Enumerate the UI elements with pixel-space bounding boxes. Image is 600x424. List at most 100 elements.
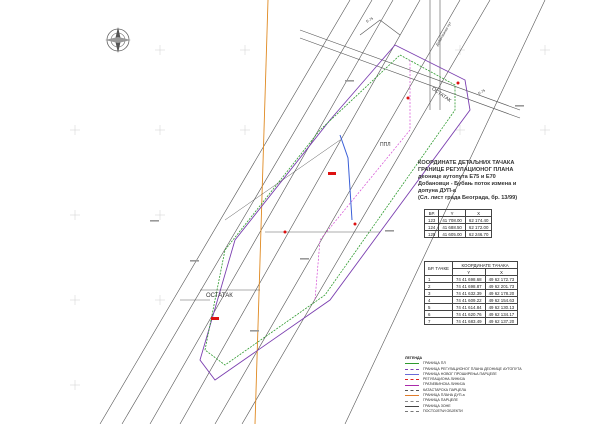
table-cell: 125 <box>423 230 440 238</box>
table-cell: 2 <box>424 282 453 290</box>
label-ostatak-left: ОСТАТАК <box>206 293 233 299</box>
table-cell: 49 62 137.20 <box>484 317 519 325</box>
table-header: КООРДИНАТЕ ТАЧАКА <box>451 261 519 269</box>
plan-boundary-green <box>204 54 456 366</box>
legend-label: ГРАНИЦА ЗОНЕ <box>423 403 451 408</box>
table-cell: 74 41 698.87 <box>451 282 486 290</box>
legend-item: ГРАНИЦА ПЛАНА ДУП-а <box>405 393 522 398</box>
legend-label: ГРАНИЦА ПЛ <box>423 361 446 366</box>
coordinates-table-primary: БР. Y X 123 41 708.00 62 174.40 124 41 6… <box>423 209 493 238</box>
legend-swatch-icon <box>405 374 419 376</box>
legend-label: ПОСТОЈЕЋИ ОБЈЕКТИ <box>423 408 463 413</box>
legend-item: ГРАНИЦА ПЛ <box>405 361 522 366</box>
parcel-number-annotations <box>150 80 524 332</box>
table-header: БР. ТАЧКЕ <box>424 261 453 276</box>
orange-boundary-line <box>254 0 269 424</box>
blue-line <box>339 134 353 221</box>
table-cell: 74 41 632.39 <box>451 289 486 297</box>
legend-item: ГРАНИЦА ПАРЦЕЛЕ <box>405 398 522 403</box>
legend-label: ГРАЂЕВИНСКА ЛИНИЈА <box>423 382 465 387</box>
table-cell: 3 <box>424 289 453 297</box>
table-cell: 49 62 172.73 <box>484 275 519 283</box>
title-line: допуна ДУП-а <box>418 188 457 194</box>
table-cell: 74 41 620.76 <box>451 310 486 318</box>
legend-label: КАТАСТАРСКА ПАРЦЕЛА <box>423 387 467 392</box>
label-ppl: ППЛ <box>380 142 391 148</box>
table-cell: 74 41 683.49 <box>451 317 486 325</box>
table-header: БР. <box>423 209 440 217</box>
table-row: 7 74 41 683.49 49 62 137.20 <box>424 317 519 325</box>
north-arrow-icon <box>105 27 131 53</box>
legend-label: ГРАНИЦА ПЛАНА ДУП-а <box>423 393 465 398</box>
table-row: 3 74 41 632.39 49 62 178.20 <box>424 289 519 297</box>
legend-item: ПОСТОЈЕЋИ ОБЈЕКТИ <box>405 409 522 414</box>
coordinates-table-points: БР. ТАЧКЕ КООРДИНАТЕ ТАЧАКА Y X 1 74 41 … <box>424 261 519 325</box>
legend-swatch-icon <box>405 384 419 386</box>
table-cell: 41 708.00 <box>438 216 466 224</box>
legend-swatch-icon <box>405 389 419 391</box>
table-cell: 62 172.00 <box>464 223 493 231</box>
table-row: 125 41 605.00 62 246.70 <box>423 230 493 238</box>
highway-corridor <box>99 0 546 424</box>
legend-swatch-icon <box>405 395 419 397</box>
legend-swatch-icon <box>405 405 419 407</box>
table-cell: 49 62 134.17 <box>484 310 519 318</box>
table-cell: 7 <box>424 317 453 325</box>
table-row: 4 74 41 609.22 49 62 154.63 <box>424 296 519 304</box>
grid-crosses <box>70 45 550 390</box>
legend-item: ГРАНИЦА НОВОГ ПРОШИРЕЊА ПАРЦЕЛЕ <box>405 372 522 377</box>
plan-boundary-purple <box>199 44 471 381</box>
title-line: (Сл. лист града Београда, бр. 13/99) <box>418 195 518 201</box>
legend-label: ГРАНИЦА РЕГУЛАЦИОНОГ ПЛАНА ДЕОНИЦЕ АУТОП… <box>423 366 522 371</box>
legend-label: РЕГУЛАЦИОНА ЛИНИЈА <box>423 377 465 382</box>
table-cell: 49 62 154.63 <box>484 296 519 304</box>
table-cell: 6 <box>424 310 453 318</box>
legend-item: ГРАНИЦА ЗОНЕ <box>405 404 522 409</box>
table-row: 1 74 41 698.68 49 62 172.73 <box>424 275 519 283</box>
table-cell: 123 <box>423 216 440 224</box>
table-cell: 49 62 178.20 <box>484 289 519 297</box>
legend-item: ГРАНИЦА РЕГУЛАЦИОНОГ ПЛАНА ДЕОНИЦЕ АУТОП… <box>405 367 522 372</box>
legend-swatch-icon <box>405 379 419 381</box>
legend-swatch-icon <box>405 400 419 402</box>
parcel-lines <box>180 139 380 301</box>
table-cell: 49 62 201.73 <box>484 282 519 290</box>
table-cell: 4 <box>424 296 453 304</box>
table-header: Y <box>438 209 466 217</box>
legend-label: ГРАНИЦА ПАРЦЕЛЕ <box>423 398 458 403</box>
table-subheader: X <box>484 268 519 276</box>
table-cell: 62 174.40 <box>464 216 493 224</box>
magenta-dashed-line <box>314 60 411 301</box>
table-header: X <box>464 209 493 217</box>
red-parcel-markers <box>211 81 460 320</box>
table-cell: 74 41 614.84 <box>451 303 486 311</box>
table-cell: 1 <box>424 275 453 283</box>
legend-swatch-icon <box>405 363 419 365</box>
coordinates-title: КООРДИНАТЕ ДЕТАЉНИХ ТАЧАКА ГРАНИЦЕ РЕГУЛ… <box>418 160 517 202</box>
table-row: 6 74 41 620.76 49 62 134.17 <box>424 310 519 318</box>
table-cell: 124 <box>423 223 440 231</box>
legend-title: ЛЕГЕНДА <box>405 356 423 360</box>
table-row: 5 74 41 614.84 49 62 130.13 <box>424 303 519 311</box>
legend-item: КАТАСТАРСКА ПАРЦЕЛА <box>405 388 522 393</box>
title-line: КООРДИНАТЕ ДЕТАЉНИХ ТАЧАКА <box>418 160 515 166</box>
legend-label: ГРАНИЦА НОВОГ ПРОШИРЕЊА ПАРЦЕЛЕ <box>423 371 497 376</box>
title-line: ГРАНИЦЕ РЕГУЛАЦИОНОГ ПЛАНА <box>418 167 514 173</box>
table-row: 123 41 708.00 62 174.40 <box>423 216 493 224</box>
table-cell: 5 <box>424 303 453 311</box>
crossing-road <box>299 0 521 119</box>
table-cell: 41 688.50 <box>438 223 466 231</box>
legend-swatch-icon <box>405 368 419 370</box>
table-row: 2 74 41 698.87 49 62 201.73 <box>424 282 519 290</box>
legend-item: ГРАЂЕВИНСКА ЛИНИЈА <box>405 382 522 387</box>
table-cell: 62 246.70 <box>464 230 493 238</box>
table-header-row: БР. Y X <box>423 209 493 217</box>
table-subheader: Y <box>451 268 486 276</box>
table-row: 124 41 688.50 62 172.00 <box>423 223 493 231</box>
legend-item: РЕГУЛАЦИОНА ЛИНИЈА <box>405 377 522 382</box>
table-cell: 74 41 609.22 <box>451 296 486 304</box>
table-cell: 49 62 130.13 <box>484 303 519 311</box>
